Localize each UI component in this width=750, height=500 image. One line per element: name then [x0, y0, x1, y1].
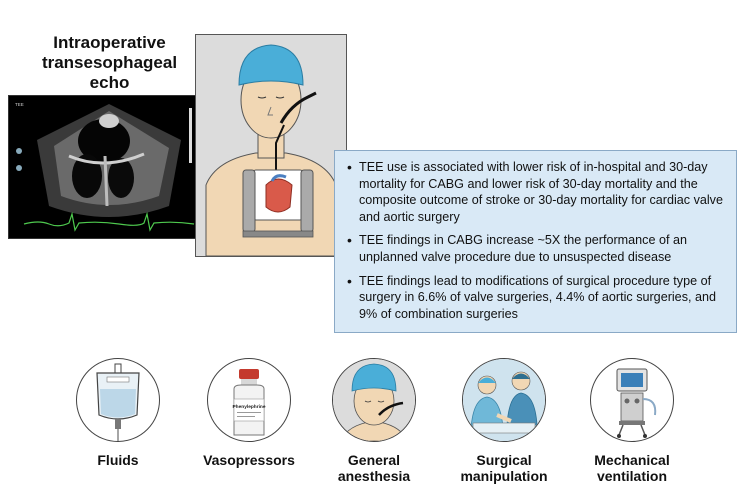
vial-icon: Phenylephrine — [207, 358, 291, 442]
factor-label: Surgical manipulation — [460, 452, 548, 484]
surgeons-icon — [462, 358, 546, 442]
factor-fluids: Fluids — [58, 358, 178, 468]
tee-evidence-box: TEE use is associated with lower risk of… — [334, 150, 737, 333]
factor-label: Fluids — [97, 452, 139, 468]
factor-vasopressors: Phenylephrine Vasopressors — [189, 358, 309, 468]
evidence-bullet: TEE findings lead to modifications of su… — [347, 273, 724, 323]
iv-bag-icon — [76, 358, 160, 442]
svg-text:TEE: TEE — [15, 102, 24, 107]
factor-label: Vasopressors — [203, 452, 295, 468]
factor-surgical-manipulation: Surgical manipulation — [444, 358, 564, 484]
intraoperative-factors-row: Fluids Phenylephrine Vasopressors — [0, 358, 750, 498]
factor-label: Mechanical ventilation — [594, 452, 670, 484]
patient-tee-illustration — [195, 34, 347, 257]
evidence-bullet: TEE findings in CABG increase ~5X the pe… — [347, 232, 724, 265]
vial-label-text: Phenylephrine — [232, 404, 265, 410]
diagram-title: Intraoperative transesophageal echo — [41, 33, 178, 92]
factor-mechanical-ventilation: Mechanical ventilation — [572, 358, 692, 484]
evidence-bullet: TEE use is associated with lower risk of… — [347, 159, 724, 225]
evidence-list: TEE use is associated with lower risk of… — [345, 159, 724, 322]
tee-echo-image: TEE — [8, 95, 205, 239]
factor-label: General anesthesia — [337, 452, 411, 484]
patient-head-icon — [332, 358, 416, 442]
ventilator-icon — [590, 358, 674, 442]
factor-general-anesthesia: General anesthesia — [314, 358, 434, 484]
